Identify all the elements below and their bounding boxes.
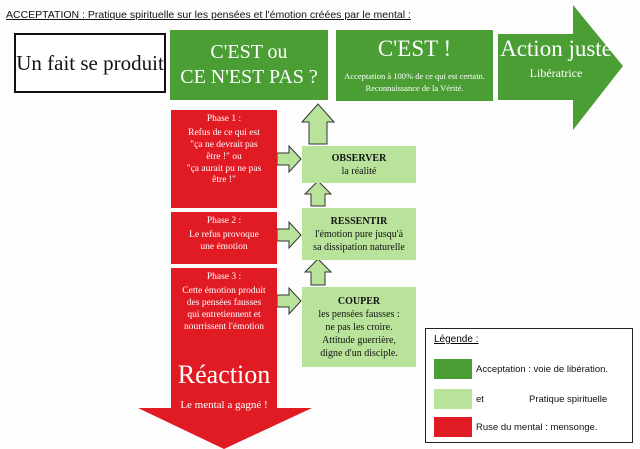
phase3-line3: qui entretiennent et <box>187 309 261 320</box>
legend-green-text: Acceptation : voie de libération. <box>476 364 609 375</box>
right-arrow-phase1 <box>276 144 302 174</box>
action-juste-text: Action juste Libératrice <box>498 36 614 81</box>
cest-ou-line2: CE N'EST PAS ? <box>180 66 318 88</box>
cest-title: C'EST ! <box>377 36 452 61</box>
phase3-line2: des pensées fausses <box>186 297 262 308</box>
fait-label: Un fait se produit <box>16 50 164 75</box>
fait-box: Un fait se produit <box>14 33 166 93</box>
observer-box: OBSERVER la réalité <box>302 146 416 183</box>
ressentir-line1: l'émotion pure jusqu'à <box>314 228 404 240</box>
legend-box: Légende : Acceptation : voie de libérati… <box>425 328 633 443</box>
phase3-box: Phase 3 : Cette émotion produit des pens… <box>171 268 277 346</box>
legend-and-text: et <box>476 394 484 405</box>
phase3-line4: nourrissent l'émotion <box>183 321 265 332</box>
reaction-text: Réaction Le mental a gagné ! <box>162 360 286 412</box>
phase1-line2: "ça ne devrait pas <box>190 139 258 150</box>
couper-line3: Attitude guerrière, <box>322 334 396 346</box>
legend-arrow-text: Pratique spirituelle <box>529 394 608 405</box>
up-arrow-ressentir <box>303 180 333 207</box>
cest-line2: Reconnaissance de la Vérité. <box>365 83 464 94</box>
ressentir-box: RESSENTIR l'émotion pure jusqu'à sa diss… <box>302 208 416 260</box>
phase1-box: Phase 1 : Refus de ce qui est "ça ne dev… <box>171 110 277 208</box>
reaction-title: Réaction <box>177 360 271 389</box>
legend-swatch-red <box>434 417 472 437</box>
action-juste-title: Action juste <box>500 36 612 61</box>
ressentir-line2: sa dissipation naturelle <box>313 241 405 253</box>
phase1-head: Phase 1 : <box>206 114 242 124</box>
diagram-title: ACCEPTATION : Pratique spirituelle sur l… <box>6 9 411 21</box>
phase3-head: Phase 3 : <box>206 272 242 282</box>
couper-line1: les pensées fausses : <box>318 308 400 320</box>
couper-head: COUPER <box>337 295 381 307</box>
legend-title: Légende : <box>434 334 479 345</box>
up-arrow-observer <box>300 103 336 145</box>
phase2-line1: Le refus provoque <box>189 229 259 240</box>
observer-head: OBSERVER <box>331 152 387 164</box>
phase1-line4: "ça aurait pu ne pas <box>186 163 262 174</box>
action-juste-sub: Libératrice <box>529 66 583 80</box>
couper-line4: digne d'un disciple. <box>320 347 398 359</box>
action-juste-arrow <box>498 5 623 130</box>
phase1-line5: être !" <box>212 175 236 186</box>
cest-box: C'EST ! Acceptation à 100% de ce qui est… <box>336 30 493 101</box>
observer-line: la réalité <box>341 165 377 177</box>
phase1-line3: être !" ou <box>206 151 242 162</box>
phase1-line1: Refus de ce qui est <box>188 127 260 138</box>
couper-line2: ne pas les croire. <box>325 321 393 333</box>
phase2-head: Phase 2 : <box>206 216 242 226</box>
up-arrow-couper <box>303 258 333 286</box>
phase2-box: Phase 2 : Le refus provoque une émotion <box>171 212 277 264</box>
cest-ou-line1: C'EST ou <box>210 41 288 63</box>
right-arrow-phase3 <box>276 286 302 316</box>
couper-box: COUPER les pensées fausses : ne pas les … <box>302 287 416 367</box>
legend-swatch-green <box>434 359 472 379</box>
legend-swatch-light <box>434 389 472 409</box>
right-arrow-phase2 <box>276 220 302 250</box>
ressentir-head: RESSENTIR <box>330 215 388 227</box>
phase3-line1: Cette émotion produit <box>182 285 266 296</box>
phase2-line2: une émotion <box>200 241 248 252</box>
cest-ou-box: C'EST ou CE N'EST PAS ? <box>170 30 328 100</box>
reaction-sub: Le mental a gagné ! <box>180 399 268 411</box>
cest-line1: Acceptation à 100% de ce qui est certain… <box>344 71 485 81</box>
reaction-arrow <box>138 343 312 449</box>
legend-red-text: Ruse du mental : mensonge. <box>476 422 598 433</box>
